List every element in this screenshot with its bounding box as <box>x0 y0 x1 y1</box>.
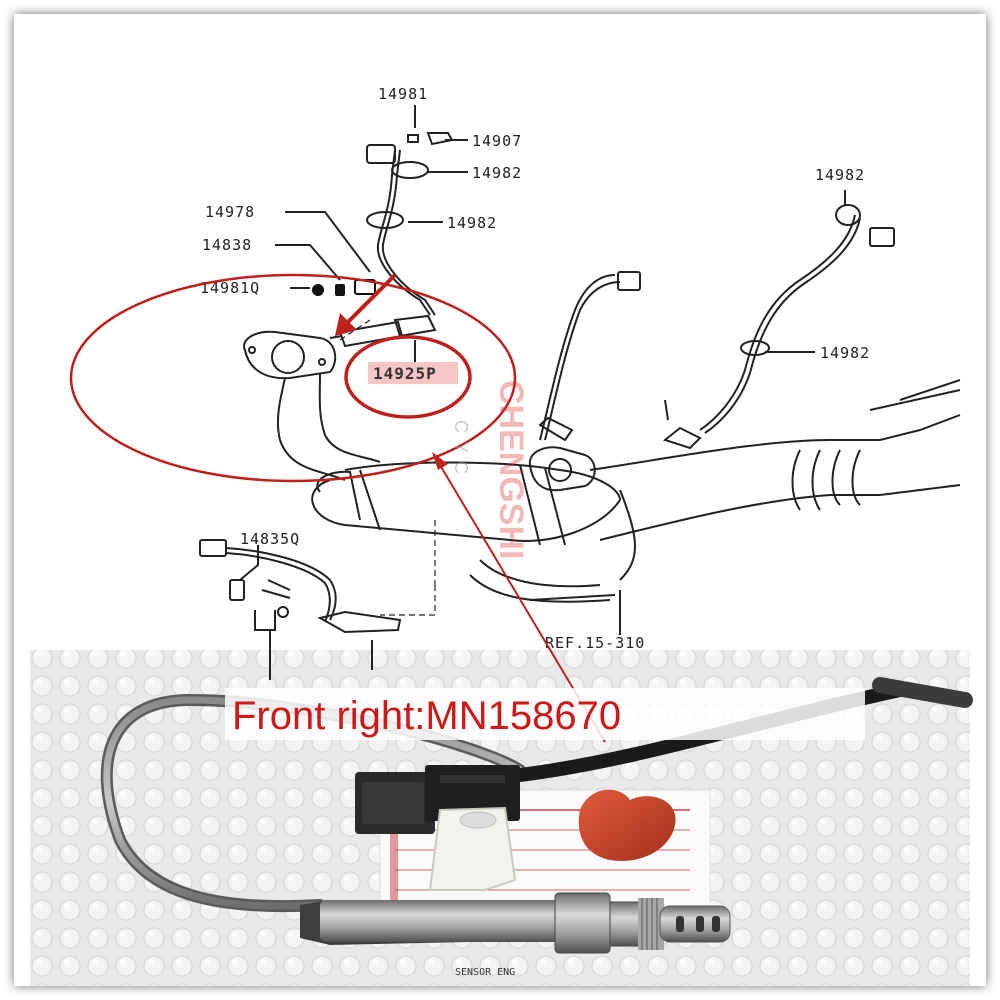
caption-arrow-head <box>432 452 448 470</box>
oxygen-sensor <box>300 892 731 954</box>
pointer-arrow <box>343 273 397 327</box>
fasteners <box>312 279 376 296</box>
part-14978-label: 14978 <box>205 203 255 221</box>
sensor-connector <box>355 765 520 834</box>
diagram-canvas: SENSOR ENG <box>30 85 973 986</box>
part-14925p-label: 14925P <box>373 364 437 383</box>
dashed-leaders <box>339 319 436 616</box>
part-14838-label: 14838 <box>202 236 252 254</box>
watermark: CHENGSHI CYC <box>451 380 530 559</box>
part-14907-label: 14907 <box>472 132 522 150</box>
part-number-labels: 14981 14907 14982 14982 14982 14982 1497… <box>200 85 870 652</box>
sensor-label: SENSOR ENG <box>455 967 515 978</box>
part-14982-label-a: 14982 <box>472 164 522 182</box>
part-14981-label: 14981 <box>378 85 428 103</box>
watermark-brand: CHENGSHI <box>492 380 530 559</box>
part-caption: Front right:MN158670 <box>232 694 621 738</box>
part-14982-label-d: 14982 <box>820 344 870 362</box>
exhaust-line-art <box>199 105 961 680</box>
red-protective-cap <box>578 789 676 861</box>
part-14982-label-c: 14982 <box>815 166 865 184</box>
part-14982-label-b: 14982 <box>447 214 497 232</box>
part-highlight-ring <box>344 335 472 419</box>
pointer-arrow-head <box>335 313 357 336</box>
part-14981q-label: 14981Q <box>200 279 260 297</box>
clear-boot <box>428 806 517 891</box>
product-image-frame: SENSOR ENG <box>14 14 986 986</box>
sensor-zoom-circle <box>69 273 517 483</box>
part-14835q-label: 14835Q <box>240 530 300 548</box>
watermark-sub: CYC <box>451 420 471 482</box>
ref-label: REF.15-310 <box>545 634 645 652</box>
